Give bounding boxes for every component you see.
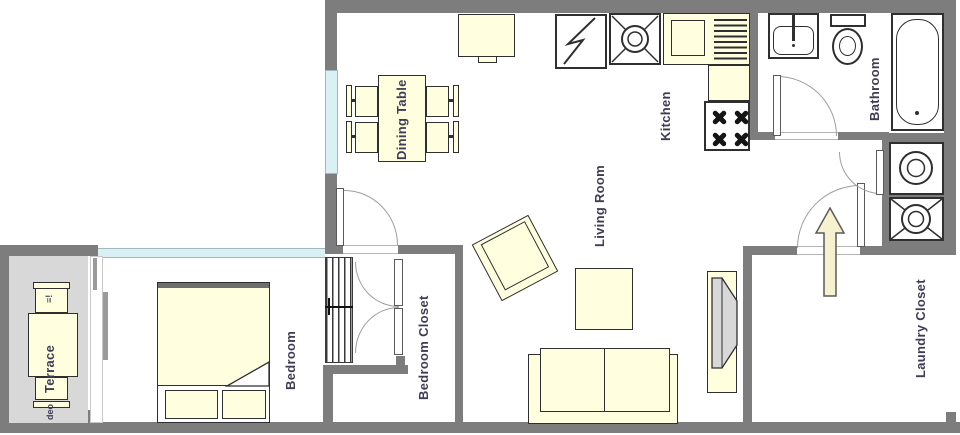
sink-drain-dot (792, 44, 795, 47)
burner-icon (707, 105, 731, 129)
kitchen-sink (609, 13, 661, 65)
toilet-bowl-inner (839, 36, 856, 56)
refrigerator (555, 14, 607, 69)
label-terrace-mark-above: ≡! (44, 294, 54, 303)
wall-left-mid (325, 172, 337, 248)
wall-closet-left (323, 372, 333, 423)
dryer (889, 197, 944, 241)
wall-terrace-left (0, 245, 9, 433)
burner-icon (729, 127, 753, 151)
label-living-room: Living Room (592, 164, 607, 247)
wall-closet-stub (396, 356, 405, 366)
label-bathroom: Bathroom (867, 57, 882, 121)
terrace-chair-slat-bottom (33, 401, 70, 408)
laundry-door-leaf (876, 150, 884, 195)
label-bedroom-closet: Bedroom Closet (416, 295, 431, 400)
wall-bath-bottom-a (750, 132, 775, 140)
closet-rod-tick (328, 298, 330, 315)
window-dining-left (325, 70, 338, 174)
window-bedroom-top (98, 248, 325, 258)
closet-door-leaf-bottom (394, 308, 403, 355)
bathroom-door-arc (777, 76, 837, 136)
wall-bedroom-top-b (398, 245, 463, 254)
wall-cabinet-tab (478, 56, 497, 63)
terrace-sliding-panel-1 (93, 258, 97, 290)
wall-terrace-top (0, 245, 98, 256)
dining-chair-slat (453, 121, 459, 153)
burner-icon (707, 127, 731, 151)
chair-connector (351, 135, 356, 138)
closet-door-arc-top (355, 262, 399, 307)
terrace-sliding-door (90, 256, 103, 423)
terrace-chair-bottom (35, 377, 68, 400)
closet-rod (325, 306, 353, 308)
chair-connector (448, 99, 453, 102)
wall-bath-bottom-b (838, 132, 882, 140)
bedroom-door-arc (344, 190, 398, 245)
label-terrace: Terrace (42, 344, 57, 393)
terrace-sliding-panel-2 (103, 292, 108, 360)
wall-kitchen-bath-divider (750, 0, 758, 140)
armchair-cushion (480, 221, 550, 291)
wall-entry-bottom-a (743, 246, 797, 255)
label-bedroom: Bedroom (283, 330, 298, 390)
label-dining-table: Dining Table (394, 79, 409, 160)
closet-door-leaf-top (394, 259, 403, 306)
armchair (471, 214, 559, 302)
coffee-table (575, 268, 633, 330)
terrace-table (28, 313, 78, 377)
closet-door-arc-bottom (355, 307, 399, 353)
front-door-arc (797, 185, 860, 248)
wall-top (325, 0, 956, 13)
wall-bottom (0, 422, 960, 433)
wall-bedroom-top-a (325, 245, 343, 254)
wall-right (944, 0, 956, 255)
bathtub-drain-dot (915, 111, 919, 115)
bed-headboard (158, 283, 269, 288)
burner-icon (729, 105, 753, 129)
bed-blanket (158, 288, 269, 386)
sofa-cushion (540, 348, 606, 412)
bedroom-door-leaf (336, 188, 344, 246)
tv-console (707, 271, 737, 393)
dining-chair (426, 86, 449, 117)
kitchen-counter-side (708, 65, 750, 101)
bathtub-basin (896, 19, 939, 125)
washing-machine (889, 142, 944, 195)
wall-laundry-left (882, 132, 889, 253)
wall-closet-right (455, 245, 463, 425)
wall-cabinet (458, 14, 515, 57)
dining-chair (355, 122, 378, 153)
faucet (792, 15, 795, 41)
front-door-leaf (857, 183, 865, 247)
label-terrace-mark-below: deo (45, 403, 55, 420)
wall-left-upper (325, 13, 337, 70)
label-laundry-closet: Laundry Closet (913, 279, 928, 378)
bed-pillow (165, 390, 218, 419)
dish-drainer (714, 19, 747, 60)
dining-table (378, 75, 426, 162)
stove (704, 101, 750, 151)
toilet-tank (830, 14, 866, 27)
bathroom-door-leaf (773, 75, 781, 136)
chair-connector (351, 99, 356, 102)
label-kitchen: Kitchen (658, 91, 673, 141)
sofa-cushion (604, 348, 670, 412)
wall-living-right (743, 246, 752, 428)
bed-pillow (222, 390, 266, 419)
chair-connector (448, 135, 453, 138)
counter-board (671, 20, 705, 56)
terrace-chair-top (35, 288, 68, 313)
dining-chair (355, 86, 378, 117)
dining-chair-slat (453, 85, 459, 117)
dining-chair (426, 122, 449, 153)
wall-entry-bottom-b (860, 246, 946, 255)
bedroom-door-threshold (343, 245, 398, 254)
wall-bottom-right-cap (946, 412, 956, 422)
wall-closet-bottom (323, 365, 408, 374)
